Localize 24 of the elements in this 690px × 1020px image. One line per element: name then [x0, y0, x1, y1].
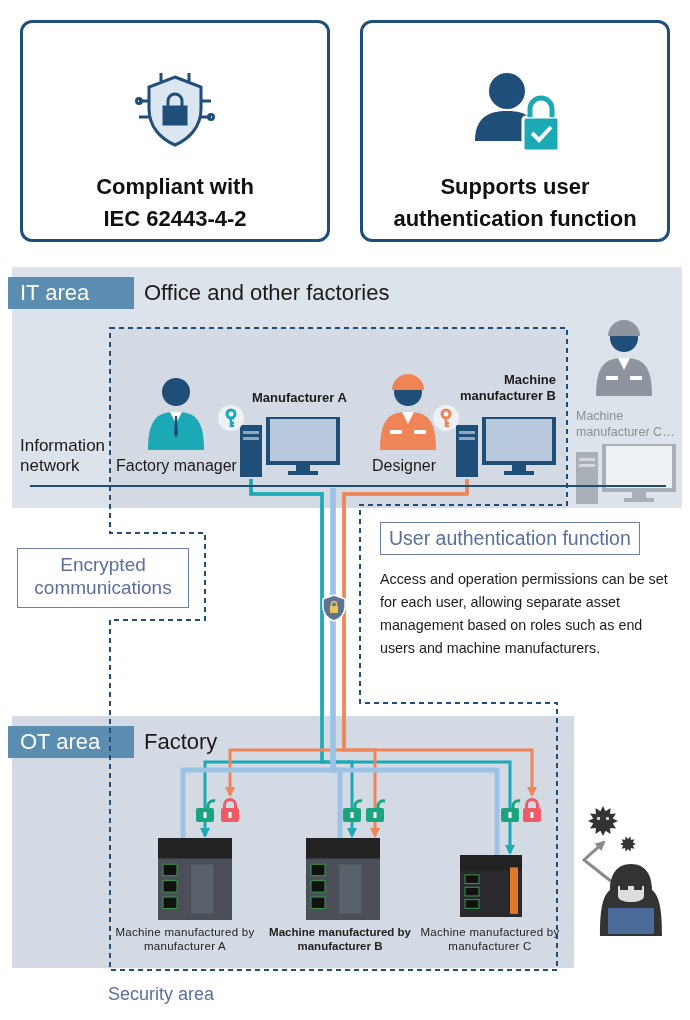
description-text: Access and operation permissions can be set for each user, allowing separate asset management based on roles such as end users and machine manufacturers.: [380, 570, 669, 658]
computer-label: Manufacturer A: [252, 390, 348, 406]
area-label: Security area: [108, 984, 216, 1006]
label-box: Encrypted communications: [17, 548, 189, 608]
arrow: [342, 479, 537, 797]
computer-label: Machine manufacturer B: [458, 372, 556, 404]
area-tag: IT area: [8, 277, 134, 310]
arrow: [249, 479, 515, 855]
feature-card: [20, 20, 330, 242]
card-title: Compliant with IEC 62443-4-2: [95, 173, 255, 233]
arrow: [581, 840, 613, 884]
device-caption: Machine manufactured by manufacturer B: [268, 926, 412, 954]
area-tag: OT area: [8, 726, 134, 759]
role-label: Factory manager: [116, 456, 238, 476]
role-label: Machine manufacturer C…: [576, 408, 676, 441]
heading-box: User authentication function: [380, 522, 640, 556]
feature-card: [360, 20, 670, 242]
role-label: Designer: [372, 456, 438, 476]
area-title: Office and other factories: [144, 280, 391, 307]
area-title: Factory: [144, 729, 219, 756]
network-cable: [330, 488, 500, 855]
device-caption: Machine manufactured by manufacturer A: [114, 926, 256, 954]
network-label: Information network: [20, 436, 107, 477]
card-title: Supports user authentication function: [392, 173, 638, 233]
